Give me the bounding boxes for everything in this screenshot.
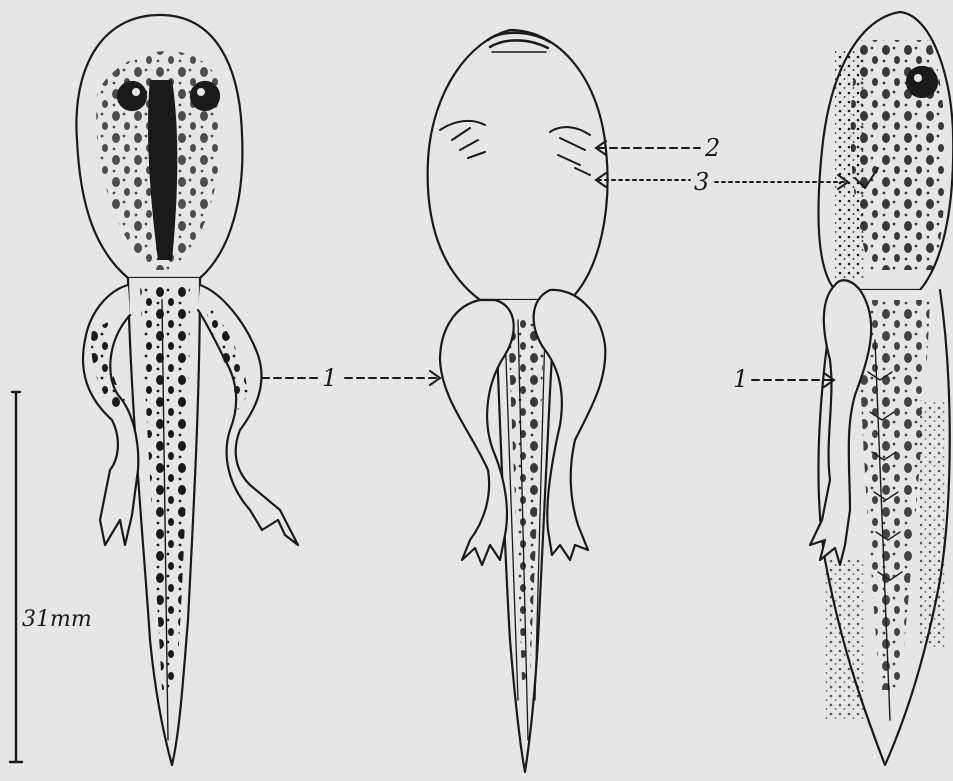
tadpole-ventral [428, 30, 608, 772]
label-2: 2 [704, 134, 720, 162]
tadpole-lateral [810, 12, 953, 765]
dorsal-eye-right [191, 82, 219, 110]
label-3: 3 [694, 168, 709, 196]
lateral-eye [907, 67, 937, 97]
scale-label: 31mm [22, 607, 92, 632]
label-1-left: 1 [322, 364, 337, 392]
label-1-right: 1 [733, 365, 748, 393]
scale-bar [10, 392, 22, 762]
arrow-3 [598, 180, 845, 182]
dorsal-eye-left [118, 82, 146, 110]
tadpole-dorsal [76, 15, 298, 765]
